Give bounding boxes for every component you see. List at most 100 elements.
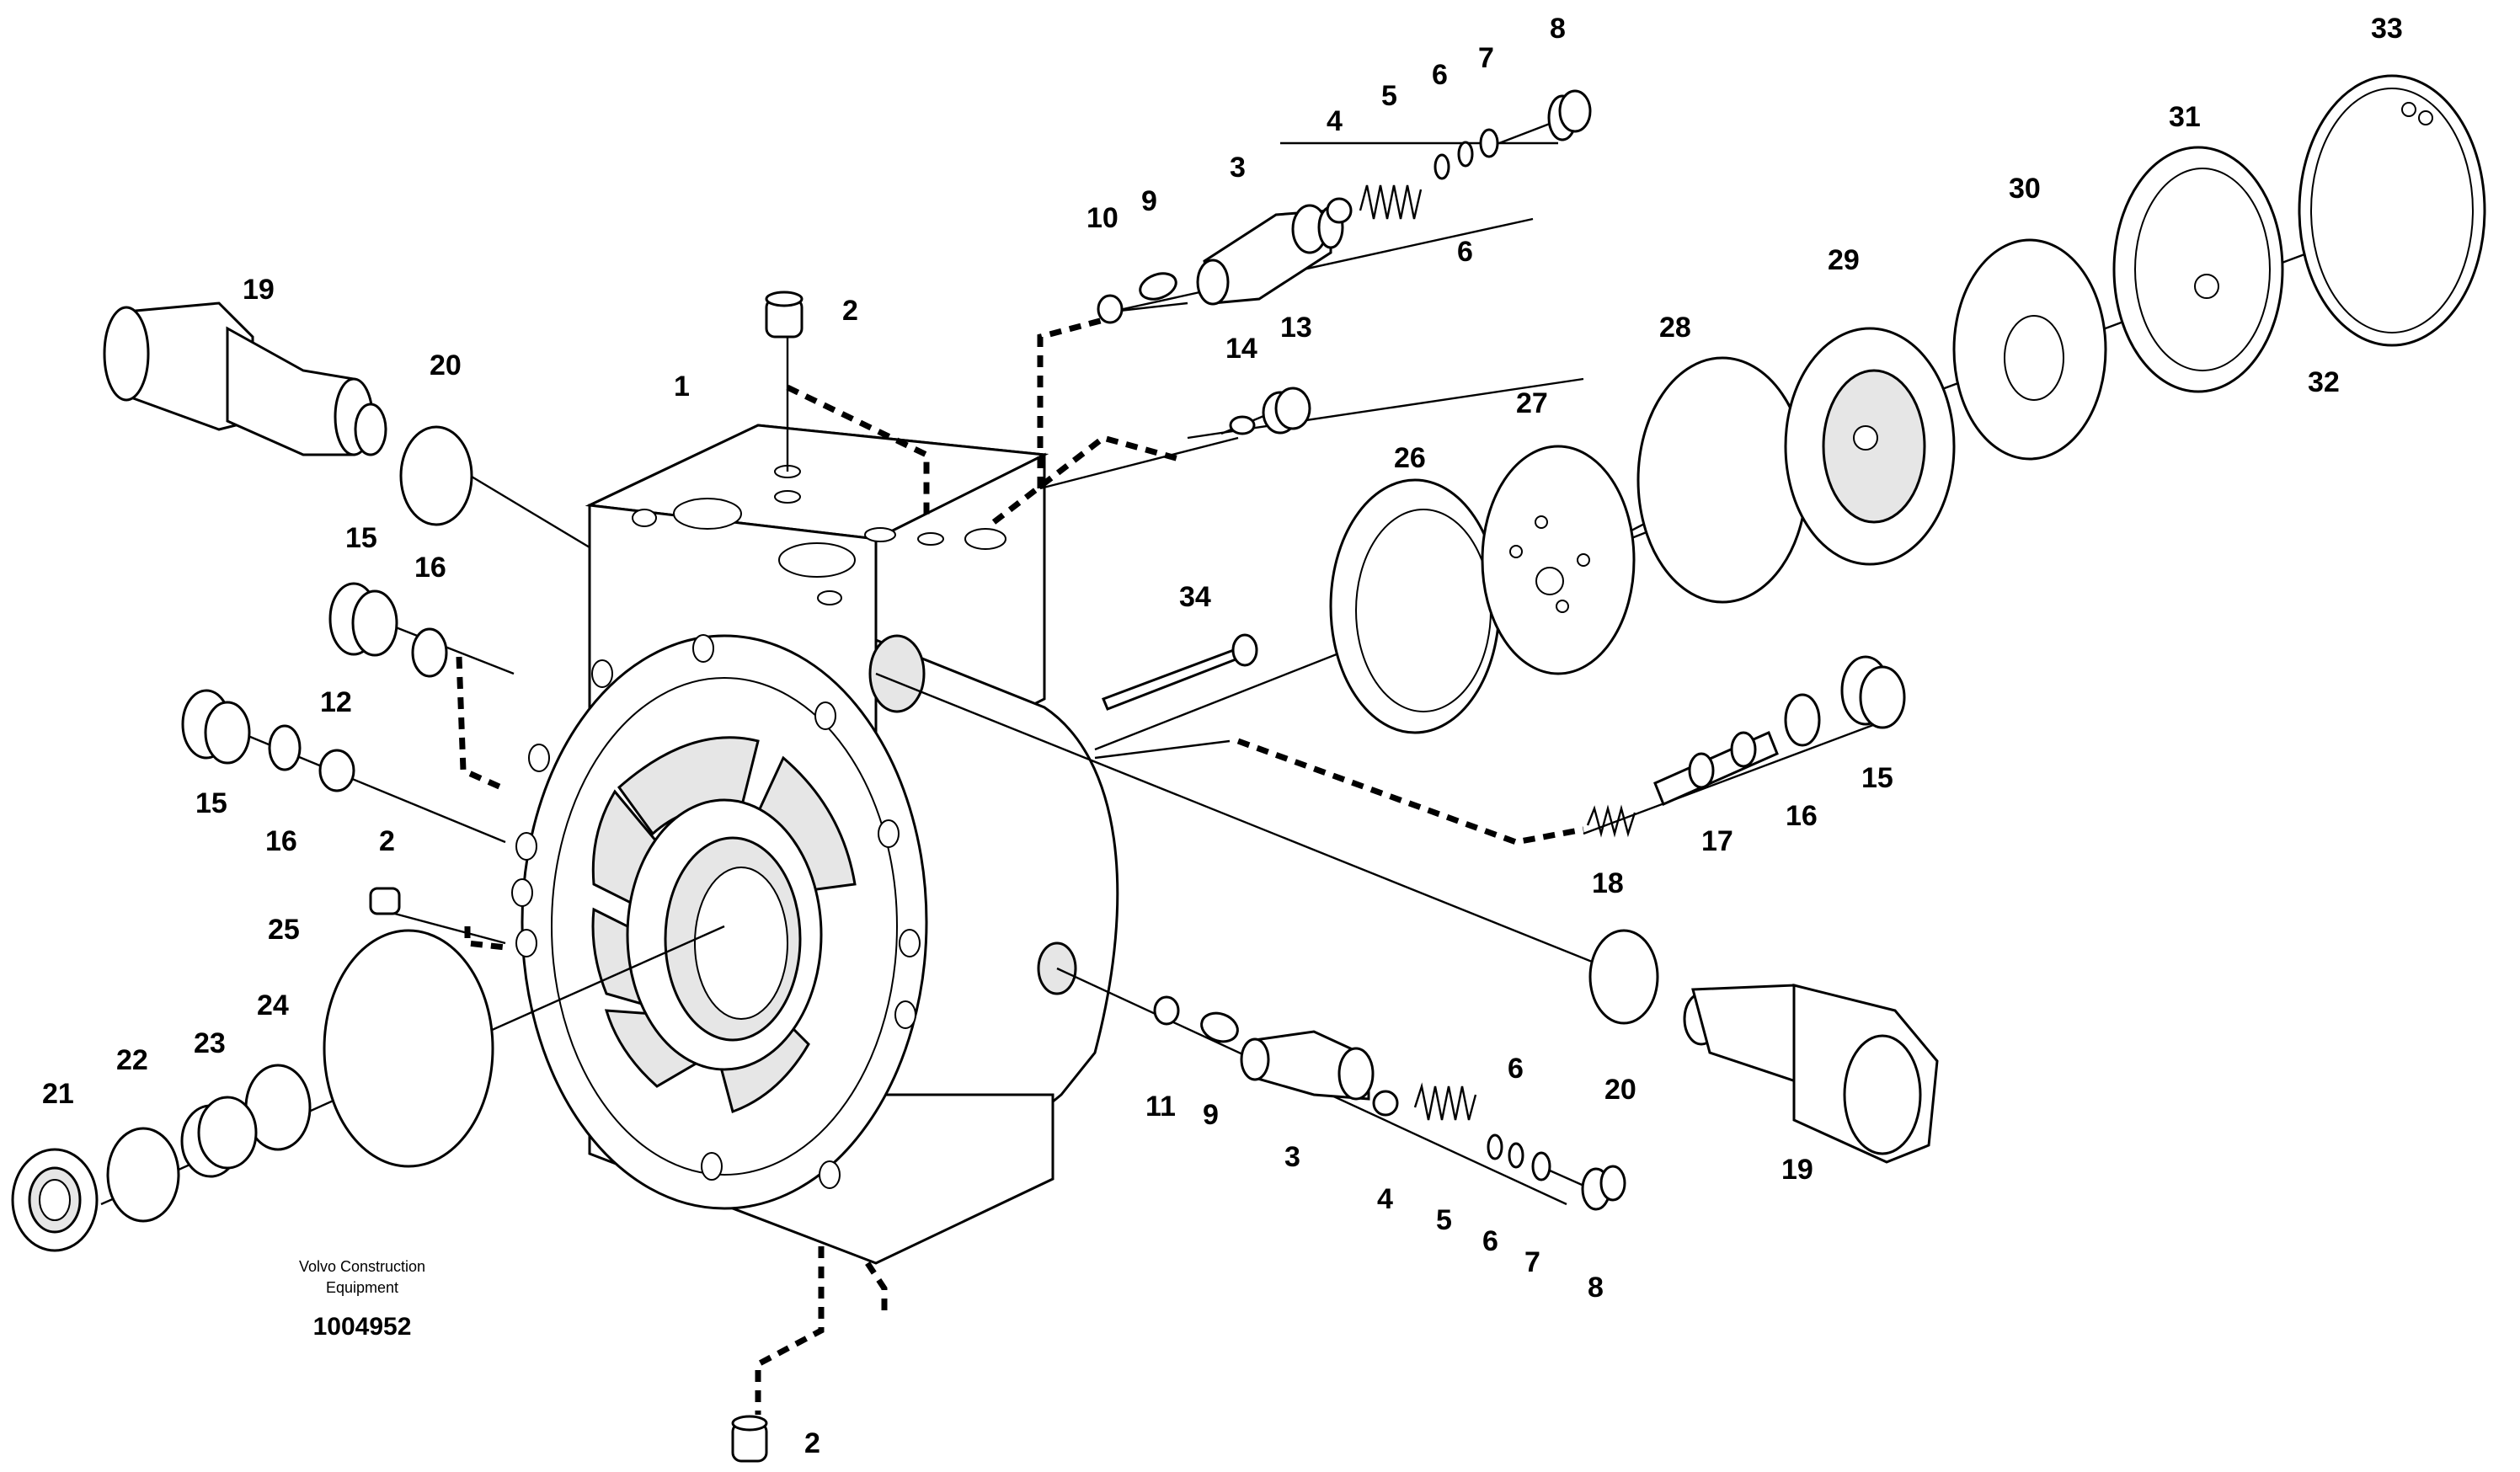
- callout-5-top: 5: [1381, 80, 1397, 112]
- callout-2-bottom: 2: [804, 1427, 820, 1459]
- o-ring-part-14: [1229, 415, 1256, 435]
- spring-part-18: [1586, 804, 1636, 838]
- washer-part-6-bottom-b: [1508, 1142, 1524, 1169]
- o-ring-part-20-top: [399, 425, 473, 526]
- callout-3-bottom: 3: [1284, 1141, 1300, 1173]
- o-ring-part-16-upper: [411, 627, 448, 678]
- callout-2-top: 2: [842, 295, 858, 327]
- callout-15-upper: 15: [345, 522, 377, 554]
- o-ring-part-9-bottom: [1200, 1011, 1239, 1043]
- callout-2-left: 2: [379, 825, 395, 857]
- callout-16-left: 16: [265, 825, 297, 857]
- callout-13: 13: [1280, 312, 1312, 344]
- callout-19-top: 19: [243, 274, 275, 306]
- washer-part-6-bottom-a: [1487, 1133, 1503, 1160]
- callout-24: 24: [257, 989, 289, 1021]
- bottom-valve-assembly: [1153, 995, 1626, 1211]
- piston-part-29: [1784, 327, 1956, 566]
- callout-7-bottom: 7: [1524, 1246, 1540, 1278]
- plug-part-2-bottom: [731, 1415, 768, 1463]
- callout-16-right: 16: [1786, 800, 1818, 832]
- callout-17: 17: [1701, 825, 1733, 857]
- callout-20-top: 20: [430, 349, 462, 381]
- callout-34: 34: [1179, 581, 1211, 613]
- valve-body-part-3-top: [1196, 204, 1344, 306]
- callout-26: 26: [1394, 442, 1426, 474]
- o-ring-part-25: [323, 929, 494, 1168]
- callout-14: 14: [1225, 333, 1257, 365]
- o-ring-part-16-right: [1784, 693, 1821, 747]
- disc-part-30: [1952, 238, 2107, 461]
- caption-company-line2: Equipment: [326, 1279, 398, 1296]
- washer-part-6-top-a: [1434, 153, 1450, 180]
- callout-22: 22: [116, 1044, 148, 1076]
- spring-part-5-top: [1359, 184, 1423, 220]
- spring-part-5-bottom: [1413, 1082, 1477, 1121]
- relief-valve-part-19-bottom: [1683, 984, 1939, 1164]
- callout-9-bottom: 9: [1203, 1099, 1219, 1131]
- plug-part-12: [318, 749, 355, 792]
- caption-block: Volvo Construction Equipment 1004952: [299, 1258, 425, 1341]
- plug-part-2-top: [765, 291, 804, 339]
- housing: [511, 424, 1119, 1265]
- plate-part-27: [1481, 445, 1636, 675]
- callout-9-top: 9: [1141, 185, 1157, 217]
- plug-part-13: [1262, 387, 1311, 435]
- callout-11: 11: [1145, 1091, 1176, 1123]
- callout-4-bottom: 4: [1377, 1183, 1393, 1215]
- callout-23: 23: [194, 1027, 226, 1059]
- ring-part-22: [106, 1127, 180, 1223]
- callout-29: 29: [1828, 244, 1860, 276]
- o-ring-part-7-top: [1479, 128, 1499, 158]
- friction-plate-part-26: [1329, 478, 1501, 734]
- plug-part-15-left: [181, 689, 251, 765]
- callout-8-bottom: 8: [1588, 1272, 1604, 1304]
- callout-12: 12: [320, 686, 352, 718]
- callout-7-top: 7: [1478, 42, 1494, 74]
- o-ring-part-7-bottom: [1531, 1151, 1551, 1181]
- callout-5-bottom: 5: [1436, 1204, 1452, 1236]
- callout-30: 30: [2009, 173, 2041, 205]
- callout-1: 1: [674, 371, 690, 403]
- top-valve-assembly: [1097, 89, 1592, 324]
- callout-20-bottom: 20: [1604, 1074, 1636, 1106]
- callout-25: 25: [268, 914, 300, 946]
- callout-6-bottom-a: 6: [1508, 1053, 1524, 1085]
- callout-15-right: 15: [1861, 762, 1893, 794]
- callout-4-top: 4: [1327, 105, 1343, 137]
- plug-part-8-top: [1498, 89, 1592, 145]
- bolt-part-34: [1102, 633, 1258, 711]
- callout-10: 10: [1086, 202, 1119, 234]
- ball-part-4-bottom: [1372, 1090, 1399, 1117]
- snap-ring-part-33: [2298, 74, 2486, 347]
- callout-3-top: 3: [1230, 152, 1246, 184]
- dashed-indicators: [456, 317, 1584, 1415]
- plug-part-15-upper: [328, 582, 398, 657]
- spool-part-17: [1653, 730, 1779, 807]
- callout-28: 28: [1659, 312, 1691, 344]
- washer-part-6-top-b: [1457, 141, 1474, 168]
- caption-company-line1: Volvo Construction: [299, 1258, 425, 1275]
- o-ring-part-20-bottom: [1588, 929, 1659, 1025]
- callout-27: 27: [1516, 387, 1548, 419]
- seal-part-11: [1153, 995, 1180, 1026]
- sleeve-part-23: [180, 1096, 258, 1178]
- plug-part-2-left: [369, 887, 401, 915]
- o-ring-part-28: [1636, 356, 1808, 604]
- callout-21: 21: [42, 1078, 74, 1110]
- cover-part-31: [2112, 146, 2284, 393]
- valve-body-part-3-bottom: [1240, 1030, 1375, 1101]
- bearing-part-21: [11, 1148, 99, 1252]
- caption-figure-number: 1004952: [313, 1313, 412, 1341]
- ball-part-4-top: [1326, 197, 1353, 224]
- o-ring-part-16-left: [268, 724, 302, 771]
- callout-labels: 1 2 2 2 3 3 4 4 5 5 6 6 6 6 7 7 8 8 9 9 …: [42, 13, 2403, 1459]
- seal-part-10: [1097, 294, 1124, 324]
- plug-part-8-bottom: [1549, 1165, 1626, 1211]
- callout-33: 33: [2371, 13, 2403, 45]
- callout-6-bottom-b: 6: [1482, 1225, 1498, 1257]
- relief-valve-part-19-top: [103, 301, 387, 456]
- callout-8-top: 8: [1550, 13, 1566, 45]
- callout-6-top-b: 6: [1457, 236, 1473, 268]
